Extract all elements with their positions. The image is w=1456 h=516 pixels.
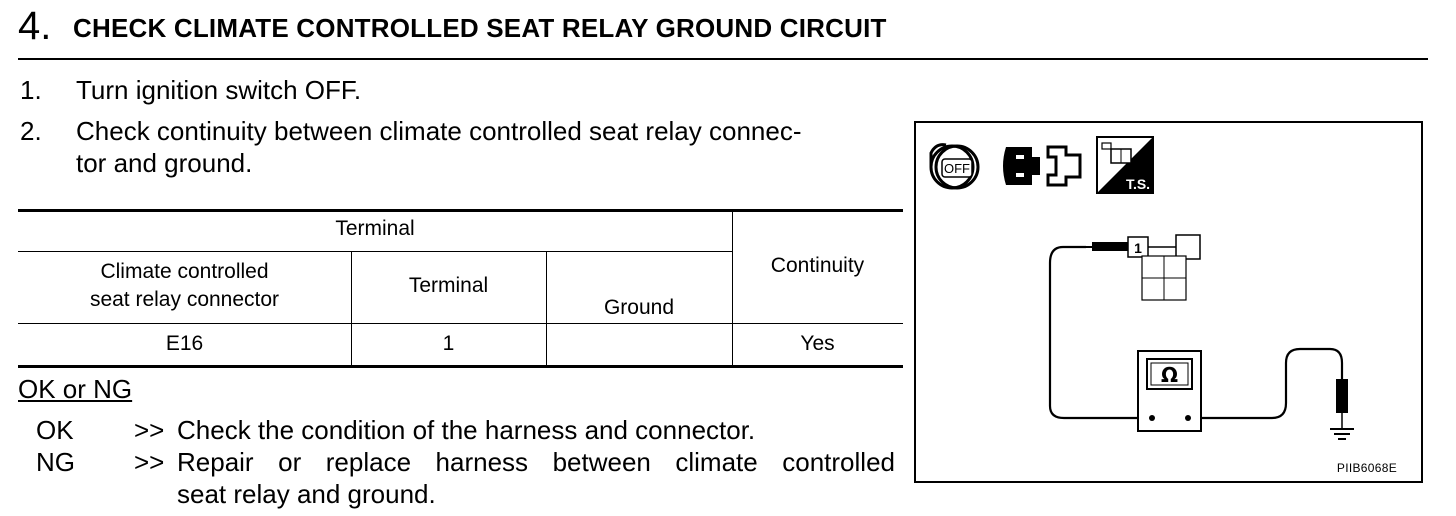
step-header: 4. CHECK CLIMATE CONTROLLED SEAT RELAY G…	[18, 0, 1428, 60]
continuity-check-diagram: OFF T.S. 1	[914, 121, 1423, 483]
ground-symbol	[1330, 428, 1354, 440]
relay-connector: 1	[1127, 234, 1201, 301]
terminal-1-label: 1	[1134, 240, 1142, 256]
header-connector: Climate controlled seat relay connector	[18, 258, 351, 314]
header-ground: Ground	[603, 296, 675, 319]
instruction-text-line-1: Check continuity between climate control…	[76, 116, 802, 146]
ng-text-line-1: Repair or replace harness between climat…	[177, 447, 895, 477]
instruction-text: Turn ignition switch OFF.	[76, 75, 362, 105]
probe-wire-left	[1048, 245, 1138, 420]
cell-continuity: Yes	[800, 332, 835, 355]
instruction-2: 2. Check continuity between climate cont…	[20, 115, 900, 179]
ng-text-line-2: seat relay and ground.	[177, 479, 436, 509]
header-terminal-sub: Terminal	[408, 274, 489, 297]
step-title: CHECK CLIMATE CONTROLLED SEAT RELAY GROU…	[73, 13, 887, 43]
ok-arrow: >>	[134, 415, 165, 445]
probe-wire-right	[1189, 347, 1344, 420]
step-number: 4.	[18, 4, 52, 48]
figure-id: PIIB6068E	[1336, 461, 1397, 475]
ignition-off-label: OFF	[944, 161, 970, 176]
cell-connector: E16	[165, 332, 204, 355]
ng-arrow: >>	[134, 447, 165, 477]
ng-code: NG	[36, 447, 75, 477]
ts-harness-icon: T.S.	[1096, 136, 1154, 194]
instruction-number: 2.	[20, 116, 42, 146]
cell-terminal: 1	[442, 332, 455, 355]
header-connector-line-1: Climate controlled	[100, 260, 269, 283]
diagram-svg: OFF T.S. 1	[929, 136, 1354, 440]
probe-tip-ground	[1336, 379, 1348, 413]
ohm-symbol: Ω	[1161, 363, 1178, 387]
ok-text: Check the condition of the harness and c…	[177, 415, 756, 445]
ignition-off-icon: OFF	[929, 143, 980, 190]
ok-code: OK	[36, 415, 74, 445]
header-continuity: Continuity	[770, 254, 865, 277]
header-terminal: Terminal	[335, 217, 415, 240]
ohmmeter: Ω	[1137, 350, 1202, 432]
connector-disconnect-icon	[1003, 145, 1082, 187]
probe-tip-connector	[1092, 242, 1128, 251]
instruction-number: 1.	[20, 75, 42, 105]
instruction-1: 1. Turn ignition switch OFF.	[20, 74, 900, 106]
header-connector-line-2: seat relay connector	[89, 288, 280, 311]
ok-ng-title: OK or NG	[18, 374, 133, 404]
ts-label: T.S.	[1126, 176, 1150, 192]
instruction-text-line-2: tor and ground.	[76, 148, 253, 178]
continuity-table: Terminal Climate controlled seat relay c…	[18, 209, 903, 368]
